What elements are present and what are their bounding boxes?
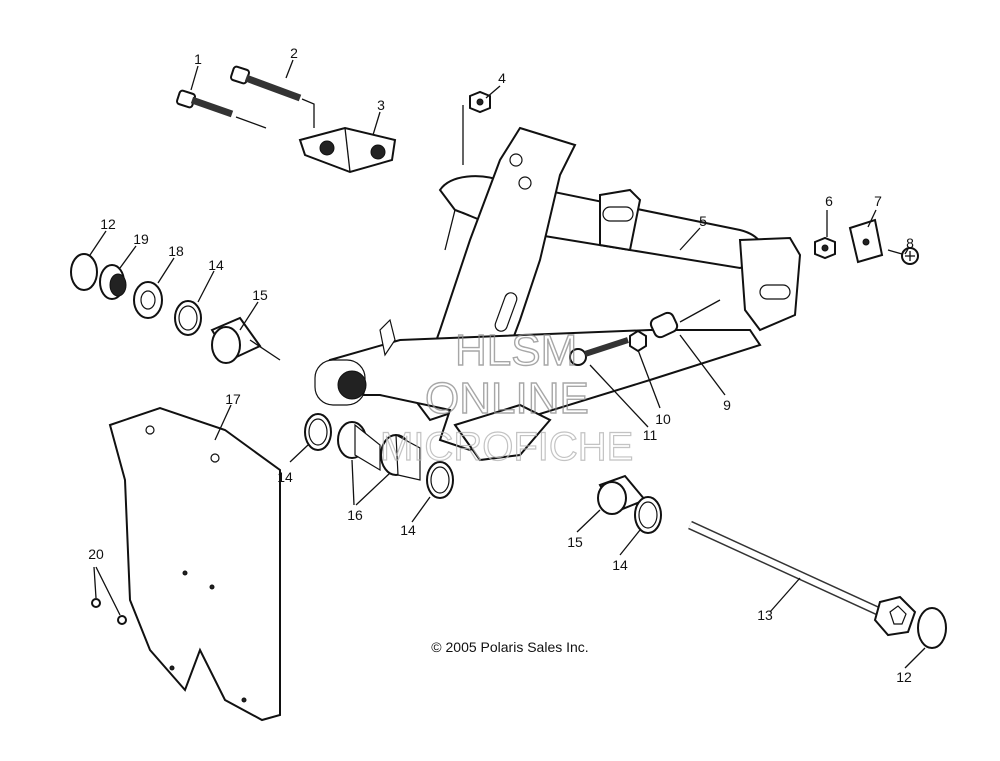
leader-lines <box>89 59 926 669</box>
bushing-16 <box>337 421 421 481</box>
callout-13: 13 <box>757 607 773 623</box>
nut-6 <box>814 236 836 260</box>
skid-plate-17 <box>108 406 281 722</box>
clip-7 <box>848 218 884 264</box>
watermark: HLSM ONLINE MICROFICHE <box>379 325 634 469</box>
watermark-line-3: MICROFICHE <box>380 425 633 469</box>
callout-7: 7 <box>874 193 882 209</box>
oring-14-left <box>174 300 202 336</box>
watermark-line-1: HLSM <box>455 326 577 375</box>
bushing-15-left <box>210 316 281 364</box>
nut-19 <box>99 264 127 300</box>
nut-4 <box>462 90 491 165</box>
cap-12-right <box>917 607 947 649</box>
callout-20: 20 <box>88 546 104 562</box>
callout-18: 18 <box>168 243 184 259</box>
callout-14-center-b: 14 <box>400 522 416 538</box>
callout-6: 6 <box>825 193 833 209</box>
callout-8: 8 <box>906 235 914 251</box>
clamp-3 <box>298 126 397 174</box>
callout-9: 9 <box>723 397 731 413</box>
axle-13 <box>688 520 917 637</box>
callout-17: 17 <box>225 391 241 407</box>
callout-2: 2 <box>290 45 298 61</box>
bushing-15-right <box>597 474 647 515</box>
callout-11: 11 <box>643 427 658 443</box>
oring-14-right <box>634 496 662 534</box>
callout-1: 1 <box>194 51 202 67</box>
bolt-1 <box>176 89 267 129</box>
callout-15-right: 15 <box>567 534 583 550</box>
callout-12-left: 12 <box>100 216 116 232</box>
callout-5: 5 <box>699 213 707 229</box>
callout-14-center-a: 14 <box>277 469 293 485</box>
callout-4: 4 <box>498 70 506 86</box>
oring-14-center-b <box>426 461 454 499</box>
callout-19: 19 <box>133 231 149 247</box>
bolt-11 <box>569 337 629 366</box>
cap-12-left <box>70 253 98 291</box>
swing-arm-5 <box>314 126 802 462</box>
bolt-2 <box>230 65 315 128</box>
callout-3: 3 <box>377 97 385 113</box>
callout-labels: 1 2 3 4 5 6 7 8 9 10 11 12 12 13 14 14 1… <box>88 45 914 685</box>
callout-16: 16 <box>347 507 363 523</box>
callout-14-left: 14 <box>208 257 224 273</box>
spacer-9 <box>649 299 721 339</box>
callout-15-left: 15 <box>252 287 268 303</box>
callout-14-right: 14 <box>612 557 628 573</box>
nut-10 <box>629 329 647 353</box>
watermark-line-2: ONLINE <box>425 374 589 423</box>
copyright-notice: © 2005 Polaris Sales Inc. <box>431 639 588 655</box>
washer-18 <box>133 281 163 319</box>
screw-20 <box>91 566 127 625</box>
callout-12-right: 12 <box>896 669 912 685</box>
oring-14-center-a <box>304 413 332 451</box>
callout-10: 10 <box>655 411 671 427</box>
